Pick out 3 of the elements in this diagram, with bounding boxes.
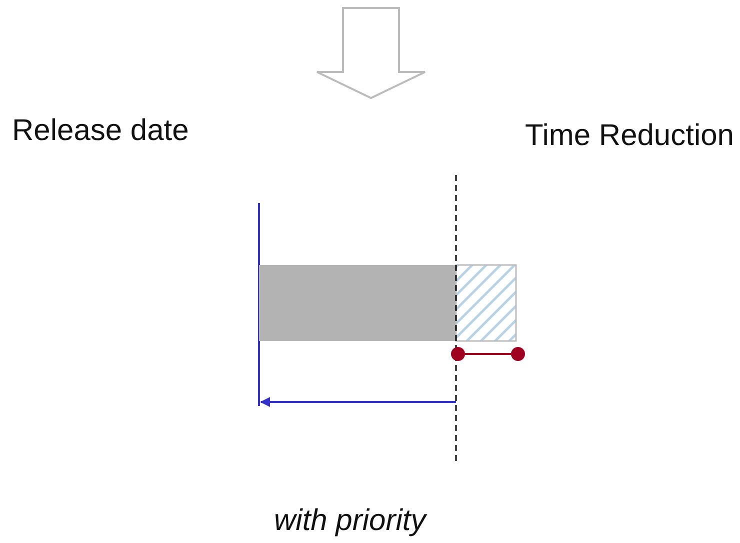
axis-label: Release date bbox=[12, 116, 189, 146]
caption-text: with priority bbox=[274, 506, 426, 536]
axis-label: Time Reduction bbox=[525, 121, 734, 151]
